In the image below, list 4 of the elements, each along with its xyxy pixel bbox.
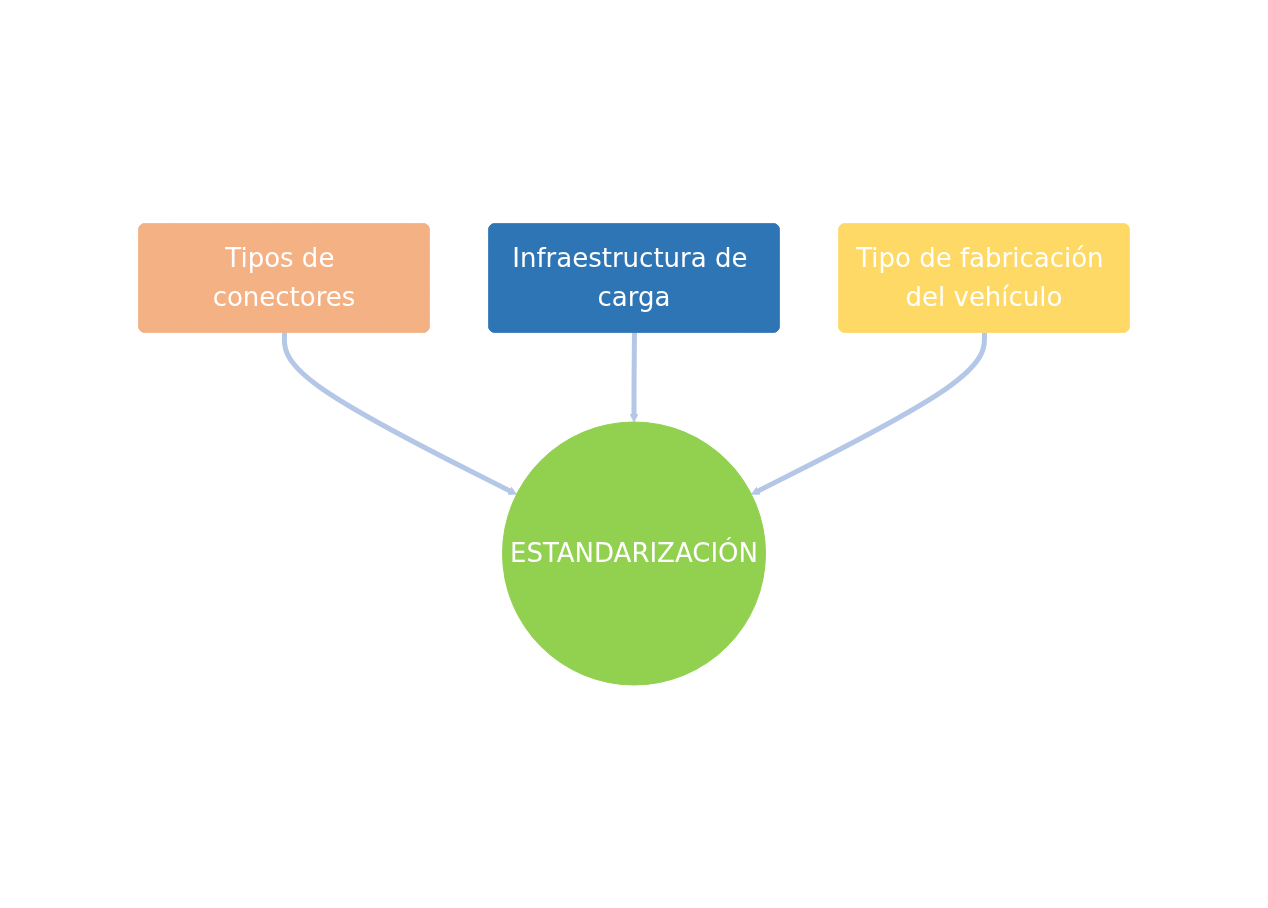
- arrow: [281, 331, 517, 495]
- node-circle: ESTANDARIZACIÓN: [502, 421, 766, 685]
- arrow: [629, 331, 639, 422]
- arrow: [751, 331, 987, 495]
